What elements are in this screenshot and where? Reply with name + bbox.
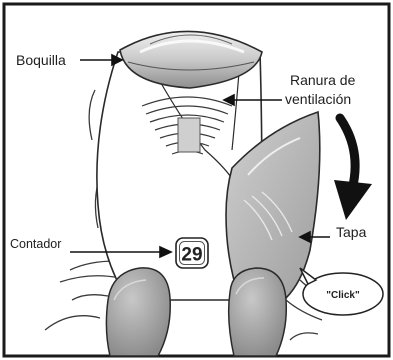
label-mouthpiece: Boquilla xyxy=(16,52,66,68)
left-thumb xyxy=(106,268,170,356)
counter-window: 29 xyxy=(176,238,208,268)
click-sound-label: "Click" xyxy=(326,290,360,301)
label-cover: Tapa xyxy=(336,224,367,240)
counter-display: 29 xyxy=(181,245,202,266)
label-counter: Contador xyxy=(10,237,61,251)
label-vent-line1: Ranura de xyxy=(290,72,356,88)
label-vent-line2: ventilación xyxy=(285,91,351,107)
right-thumb xyxy=(229,268,287,356)
